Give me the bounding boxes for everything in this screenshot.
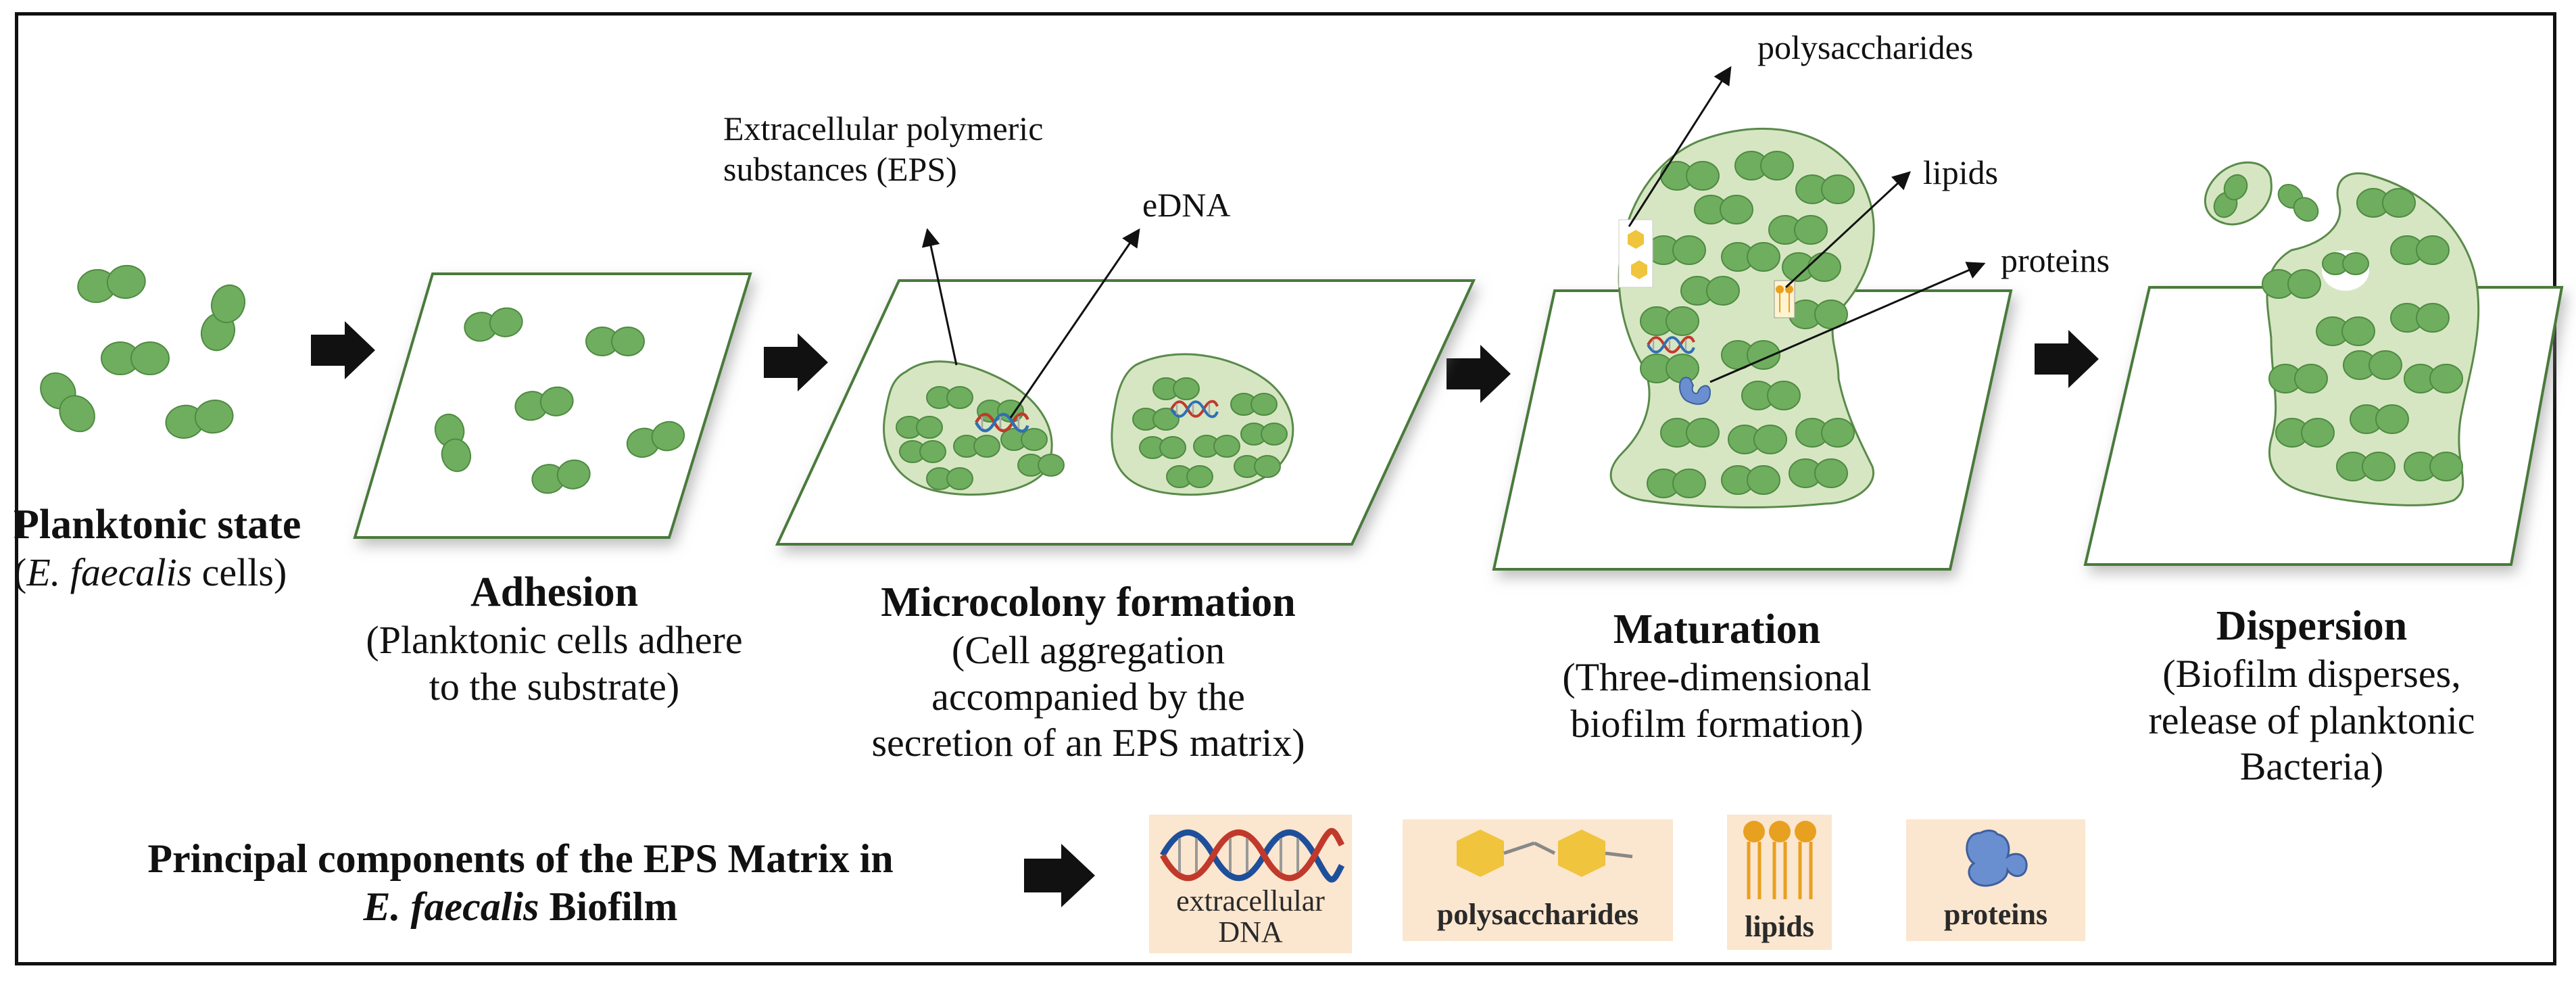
stage-planktonic-title: Planktonic state [14, 502, 301, 548]
legend-dna-label: extracellular DNA [1149, 884, 1352, 949]
legend-proteins: proteins [1906, 819, 2085, 941]
stage-microcolony-subtitle-3: secretion of an EPS matrix) [871, 721, 1305, 765]
stage-maturation-subtitle-2: biofilm formation) [1570, 701, 1864, 746]
edna-label: eDNA [1142, 186, 1231, 224]
legend-dna-label-line-2: DNA [1218, 915, 1283, 949]
stage-planktonic-subtitle: (E. faecalis cells) [14, 550, 287, 595]
stage-planktonic-species: E. faecalis [26, 550, 193, 595]
stage-dispersion-subtitle-3: Bacteria) [2239, 744, 2384, 789]
legend-polysaccharides: polysaccharides [1403, 819, 1673, 941]
stage-microcolony-subtitle-2: accompanied by the [931, 674, 1245, 719]
diagram-frame [15, 12, 2556, 965]
protein-icon [1966, 830, 2028, 887]
maturation-lipid-marker [1774, 280, 1795, 318]
maturation-polysaccharide-marker [1618, 219, 1653, 288]
eps-label-line-2: substances (EPS) [723, 150, 957, 188]
legend-lipids-label: lipids [1745, 910, 1814, 943]
eps-label-line-1: Extracellular polymeric [723, 110, 1044, 147]
stage-microcolony-subtitle-1: (Cell aggregation [951, 628, 1225, 673]
proteins-label: proteins [2001, 241, 2110, 279]
stage-dispersion-subtitle-2: release of planktonic [2148, 698, 2475, 742]
legend-lipids: lipids [1727, 815, 1832, 950]
eps-components-species: E. faecalis [363, 884, 539, 929]
lipids-label: lipids [1923, 153, 1999, 191]
polysaccharides-label: polysaccharides [1757, 28, 1974, 66]
stage-adhesion-subtitle-1: (Planktonic cells adhere [366, 618, 743, 663]
lipid-icon [1743, 821, 1816, 899]
eps-components-heading-line-1: Principal components of the EPS Matrix i… [147, 836, 894, 881]
adhesion-surface [353, 272, 752, 539]
planktonic-cells [32, 262, 251, 442]
microcolony-surface [775, 279, 1476, 546]
stage-adhesion-caption: Adhesion (Planktonic cells adhere to the… [297, 568, 811, 710]
stage-dispersion-subtitle-1: (Biofilm disperses, [2162, 652, 2461, 696]
eps-components-heading-rest: Biofilm [539, 884, 678, 929]
dispersion-surface [2083, 161, 2564, 566]
stage-dispersion-caption: Dispersion (Biofilm disperses, release o… [2082, 602, 2542, 790]
eps-components-heading-line-2: E. faecalis Biofilm [41, 883, 1000, 931]
polysaccharide-icon [1457, 830, 1633, 877]
legend-dna-label-line-1: extracellular [1176, 884, 1325, 917]
stage-planktonic-subtitle-rest: cells) [192, 550, 287, 595]
stage-maturation-subtitle-1: (Three-dimensional [1562, 655, 1872, 700]
annotation-arrows [921, 66, 1986, 418]
stage-planktonic-caption: Planktonic state (E. faecalis cells) [14, 500, 365, 596]
stage-microcolony-caption: Microcolony formation (Cell aggregation … [801, 578, 1376, 766]
legend-dna: extracellular DNA [1149, 815, 1352, 953]
eps-components-heading: Principal components of the EPS Matrix i… [41, 835, 1000, 931]
stage-adhesion-subtitle-2: to the substrate) [429, 664, 680, 709]
legend-polysaccharides-label: polysaccharides [1436, 898, 1639, 931]
legend-proteins-label: proteins [1943, 898, 2048, 931]
stage-arrows [311, 321, 2099, 907]
maturation-surface [1492, 127, 2013, 571]
maturation-protein-marker [1679, 377, 1711, 405]
eps-label: Extracellular polymeric substances (EPS) [723, 108, 1043, 189]
stage-maturation-caption: Maturation (Three-dimensional biofilm fo… [1474, 605, 1960, 747]
stage-adhesion-title: Adhesion [470, 569, 639, 615]
stage-microcolony-title: Microcolony formation [881, 579, 1296, 625]
stage-dispersion-title: Dispersion [2216, 603, 2408, 649]
dna-icon [1160, 828, 1345, 883]
stage-maturation-title: Maturation [1613, 606, 1821, 652]
